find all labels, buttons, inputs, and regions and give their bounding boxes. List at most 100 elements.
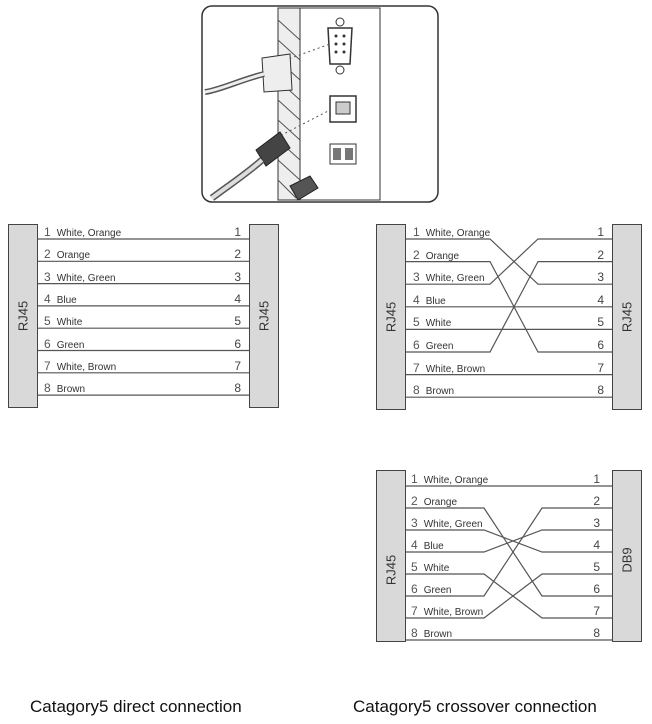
- pin-number: 5: [411, 560, 418, 574]
- pin-label: 7 White, Brown: [411, 605, 483, 619]
- right-pin-number: 1: [234, 225, 241, 239]
- right-pin-number: 8: [597, 383, 604, 398]
- pin-color-name: Green: [56, 339, 85, 351]
- pin-label: 3 White, Green: [411, 517, 483, 531]
- pin-color-name: White, Brown: [56, 361, 117, 373]
- caption-crossover: Catagory5 crossover connection: [353, 697, 597, 716]
- pin-number: 4: [411, 538, 418, 552]
- pin-label: 6 Green: [413, 339, 453, 353]
- right-pin-number: 1: [597, 225, 604, 239]
- pin-number: 7: [413, 360, 420, 375]
- pin-label: 2 Orange: [411, 495, 457, 509]
- pin-number: 3: [411, 516, 418, 530]
- right-pin-number: 2: [234, 247, 241, 262]
- pin-number: 8: [411, 626, 418, 640]
- pin-color-name: Blue: [425, 295, 446, 307]
- wire-pin-6: [406, 507, 612, 597]
- pin-label: 4 Blue: [411, 539, 444, 553]
- pin-number: 8: [44, 381, 51, 396]
- right-pin-number: 7: [234, 358, 241, 373]
- right-pin-number: 7: [597, 360, 604, 375]
- pin-color-name: White: [56, 317, 83, 329]
- pin-color-name: Green: [423, 585, 452, 596]
- rj45-block-left: [376, 224, 406, 410]
- right-pin-number: 5: [234, 314, 241, 329]
- pin-number: 1: [44, 225, 51, 239]
- pin-color-name: White, Orange: [56, 228, 122, 239]
- pin-label: 8 Brown: [413, 384, 454, 398]
- pin-label: 3 White, Green: [44, 271, 116, 285]
- right-pin-number: 3: [234, 269, 241, 284]
- wire-pin-6: [406, 261, 612, 353]
- pin-label: 5 White: [44, 315, 82, 329]
- pin-number: 8: [413, 383, 420, 398]
- right-pin-number: 5: [593, 560, 600, 574]
- right-pin-number: 6: [597, 338, 604, 352]
- pin-number: 3: [413, 270, 420, 285]
- pin-color-name: White: [423, 563, 450, 574]
- pin-color-name: Orange: [423, 497, 458, 508]
- pin-color-name: White, Green: [425, 273, 485, 285]
- pin-color-name: White, Green: [423, 519, 483, 530]
- right-pin-number: 2: [593, 494, 600, 508]
- pin-label: 1 White, Orange: [411, 473, 488, 487]
- right-pin-number: 5: [597, 315, 604, 330]
- pin-number: 4: [44, 291, 51, 306]
- right-pin-number: 6: [593, 582, 600, 596]
- pin-color-name: White, Brown: [425, 363, 486, 375]
- pin-label: 1 White, Orange: [44, 226, 121, 240]
- pin-label: 4 Blue: [44, 293, 77, 307]
- right-pin-number: 3: [593, 516, 600, 530]
- right-pin-number: 7: [593, 604, 600, 618]
- rj45-block-left: [376, 470, 406, 642]
- right-pin-number: 4: [234, 291, 241, 306]
- db9-block-right: [612, 470, 642, 642]
- pin-color-name: Orange: [425, 250, 460, 262]
- pin-label: 4 Blue: [413, 294, 446, 308]
- pin-number: 7: [411, 604, 418, 618]
- pin-label: 8 Brown: [44, 382, 85, 396]
- pin-number: 5: [413, 315, 420, 330]
- pin-number: 2: [413, 247, 420, 262]
- pin-color-name: Brown: [425, 386, 455, 398]
- pin-number: 6: [44, 336, 51, 351]
- right-pin-number: 2: [597, 247, 604, 262]
- pin-color-name: Blue: [56, 294, 77, 306]
- right-pin-number: 8: [234, 381, 241, 396]
- pin-number: 1: [411, 472, 418, 486]
- pin-color-name: White, Green: [56, 272, 116, 284]
- pin-number: 5: [44, 314, 51, 329]
- pin-label: 7 White, Brown: [413, 362, 485, 376]
- pin-color-name: Blue: [423, 541, 444, 552]
- right-pin-number: 4: [597, 292, 604, 307]
- pin-number: 1: [413, 225, 420, 239]
- pin-label: 6 Green: [44, 338, 84, 352]
- pin-label: 2 Orange: [413, 249, 459, 263]
- caption-direct: Catagory5 direct connection: [30, 697, 242, 716]
- pin-color-name: Brown: [56, 384, 86, 396]
- pin-label: 6 Green: [411, 583, 451, 597]
- pin-color-name: White, Brown: [423, 607, 484, 618]
- pin-color-name: Green: [425, 341, 454, 352]
- pin-number: 6: [413, 338, 420, 352]
- right-pin-number: 4: [593, 538, 600, 552]
- right-pin-number: 1: [593, 472, 600, 486]
- pin-color-name: White: [425, 318, 452, 330]
- pin-number: 3: [44, 269, 51, 284]
- pin-number: 7: [44, 358, 51, 373]
- pin-number: 4: [413, 292, 420, 307]
- pin-number: 2: [411, 494, 418, 508]
- pin-color-name: Orange: [56, 250, 91, 262]
- rj45-block-right: [249, 224, 279, 408]
- pin-color-name: White, Orange: [423, 475, 489, 486]
- pin-number: 6: [411, 582, 418, 596]
- pin-label: 3 White, Green: [413, 271, 485, 285]
- pin-label: 7 White, Brown: [44, 360, 116, 374]
- pin-label: 5 White: [411, 561, 449, 575]
